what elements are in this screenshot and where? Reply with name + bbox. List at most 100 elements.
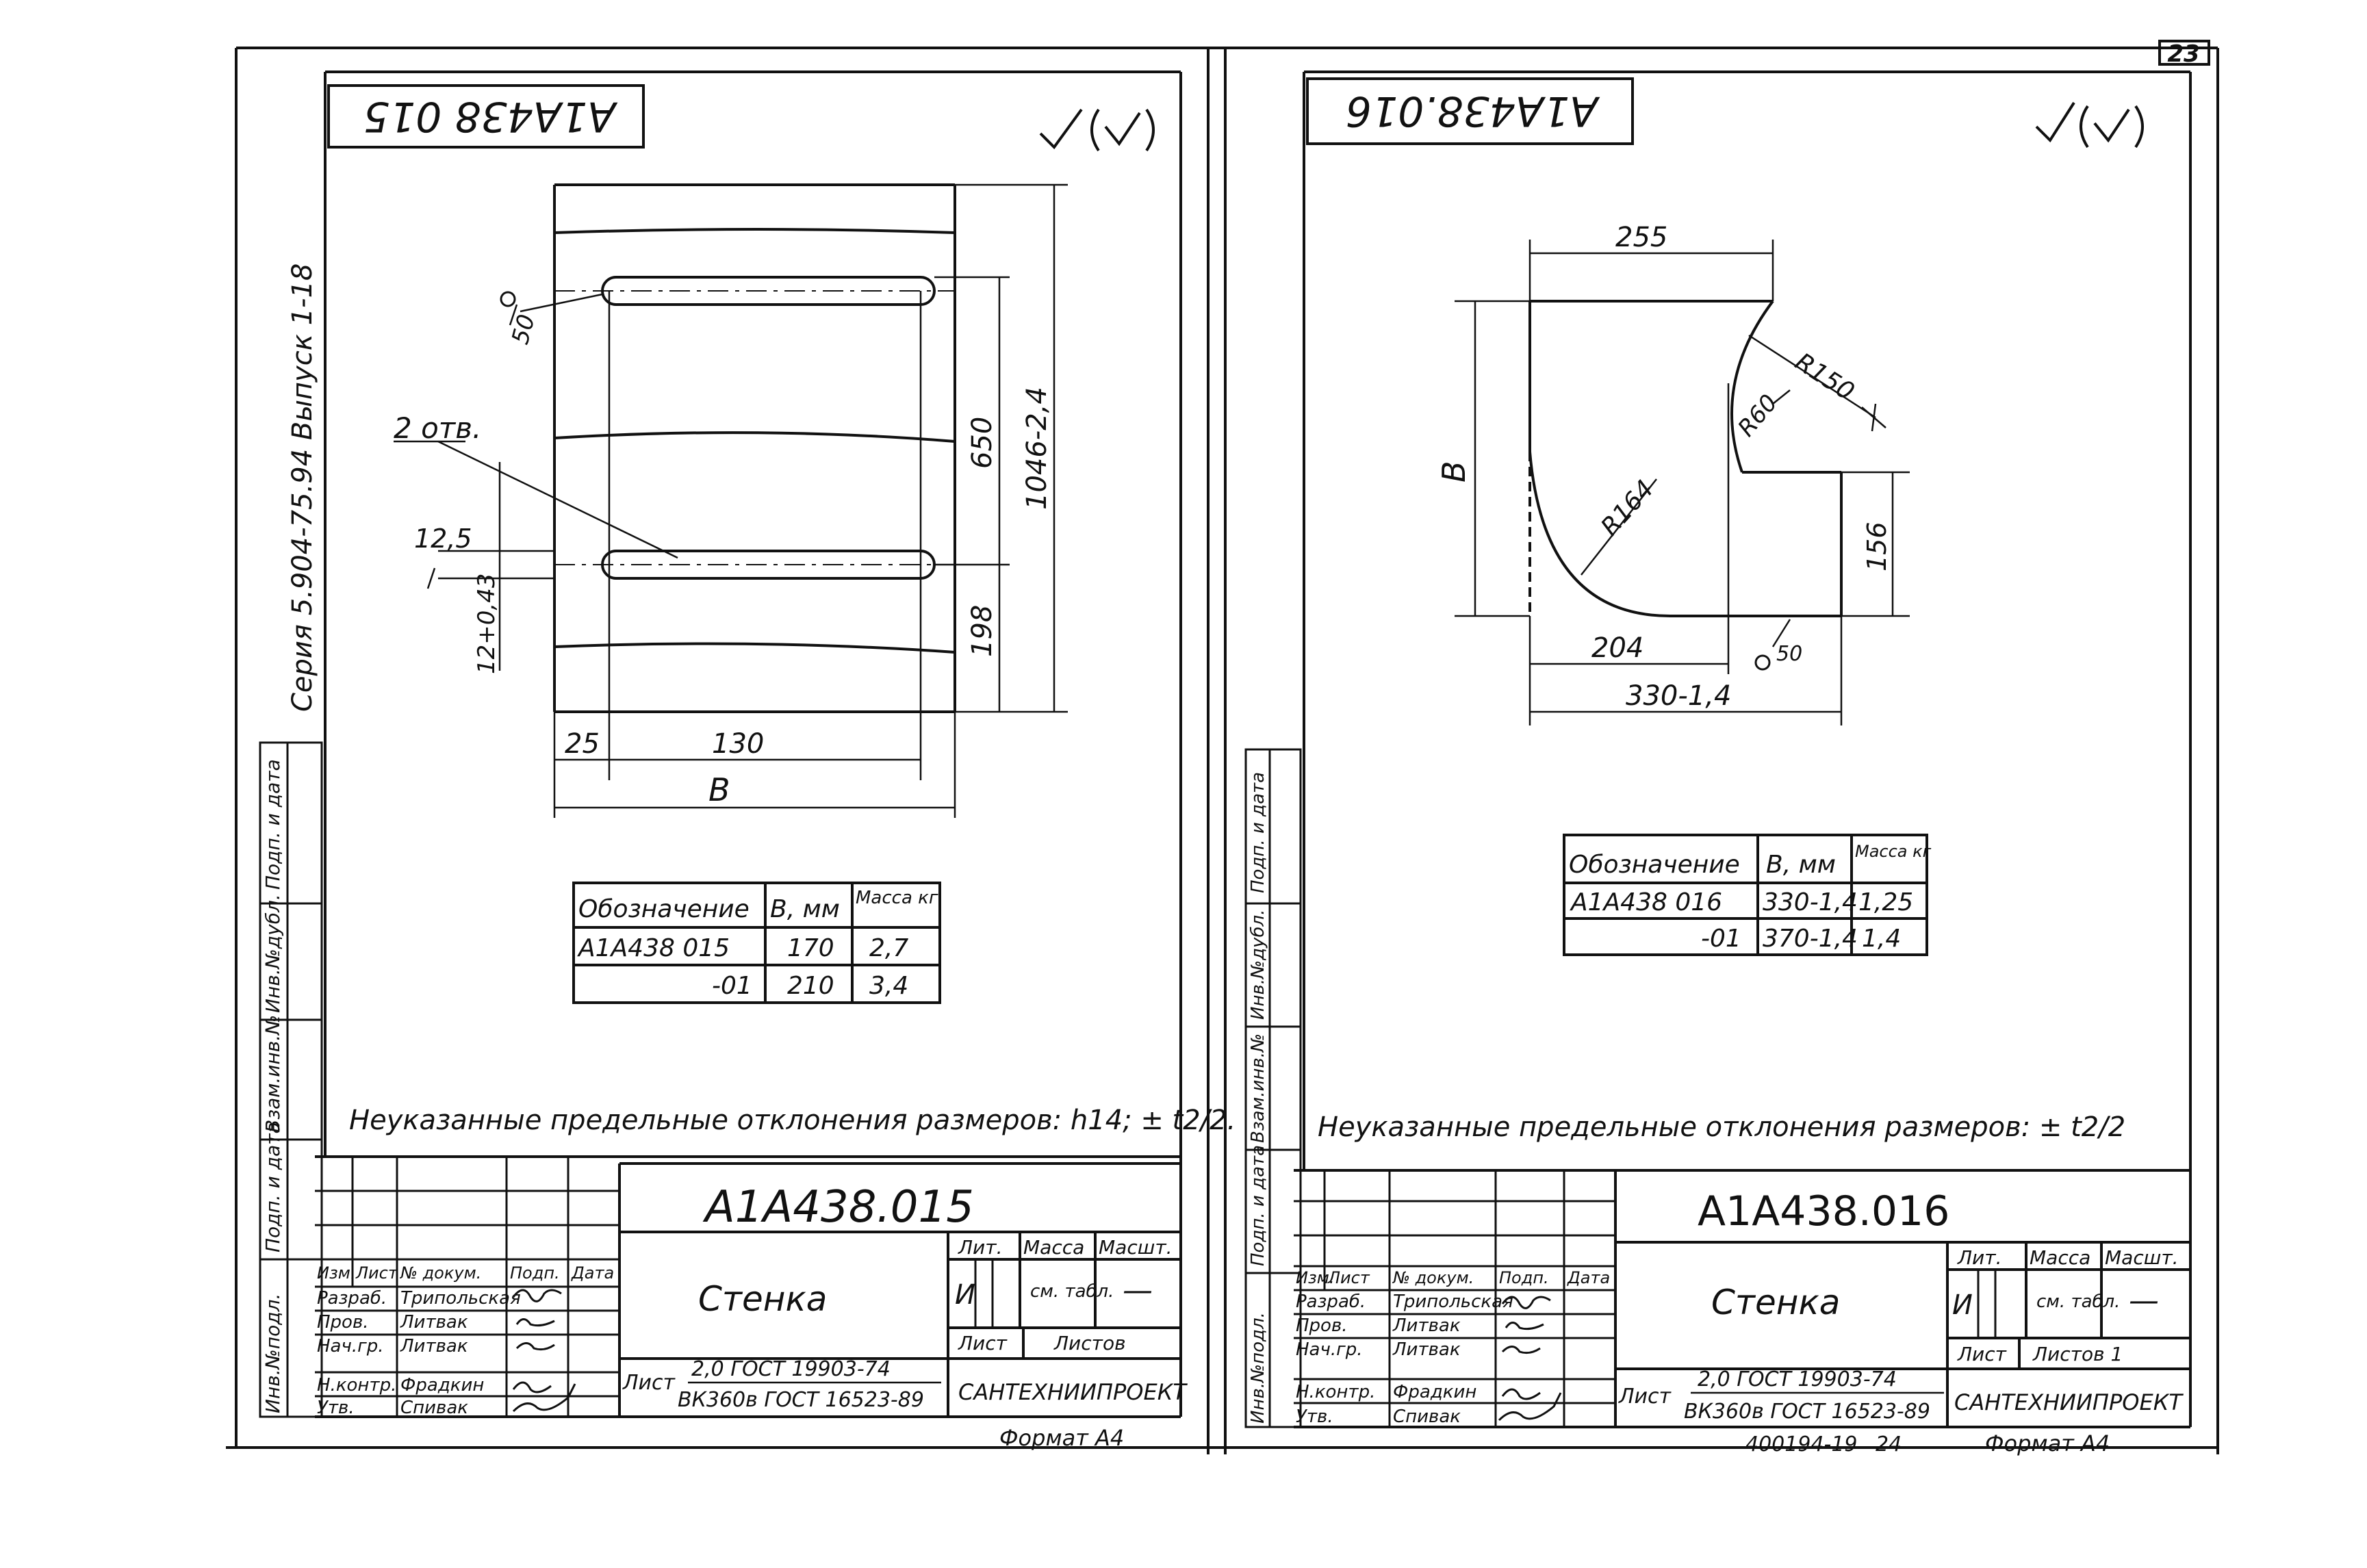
left-table-r2c2: 210 <box>787 972 834 1000</box>
side-stamp-label-5: Инв.№подл. <box>261 1294 284 1413</box>
right-side-stamp-4: Подп. и дата <box>1248 1145 1268 1266</box>
right-table-header-2: B, мм <box>1766 851 1836 879</box>
left-top-stamp: А1А438 015 <box>363 92 618 140</box>
right-dimension-lines <box>1455 240 1910 725</box>
left-role-5: Утв. <box>317 1398 355 1418</box>
right-sheet: Подп. и дата Инв.№дубл. Взам.инв.№ Подп.… <box>1244 70 2192 1456</box>
right-table-r2c3: 1,4 <box>1862 925 1901 953</box>
dim-hole-dia: 50 <box>507 311 541 347</box>
right-role-5: Утв. <box>1296 1406 1333 1427</box>
right-title-block: А1А438.016 Стенка Изм. Лист № докум. Под… <box>1294 1170 2190 1456</box>
dim-slot-pos: 12+0,43 <box>473 574 500 674</box>
left-table-r2c3: 3,4 <box>869 972 908 1000</box>
left-material-line1: 2,0 ГОСТ 19903-74 <box>691 1357 891 1381</box>
left-table-header-2: B, мм <box>770 895 840 923</box>
dim-B: B <box>708 771 730 808</box>
dim-w204: 204 <box>1591 632 1643 664</box>
right-format: Формат А4 <box>1985 1430 2110 1456</box>
left-sheet-label: Лист <box>958 1332 1008 1354</box>
right-person-1: Трипольская <box>1393 1291 1513 1312</box>
dim-R164: R164 <box>1596 475 1659 541</box>
left-tolerance-note: Неуказанные предельные отклонения размер… <box>349 1105 1236 1136</box>
left-person-3: Литвак <box>400 1336 468 1357</box>
right-roughness-circle <box>1754 654 1771 671</box>
right-mass-label: Масса <box>2030 1246 2090 1269</box>
right-person-4: Фрадкин <box>1393 1382 1476 1402</box>
right-hdr-list: Лист <box>1327 1268 1370 1287</box>
left-material-line2: ВК360в ГОСТ 16523-89 <box>678 1388 924 1412</box>
left-dimension-lines <box>394 183 1068 818</box>
dim-B-right: B <box>1435 461 1472 483</box>
right-signatures <box>1498 1296 1562 1422</box>
right-role-4: Н.контр. <box>1296 1382 1375 1402</box>
series-text: Серия 5.904-75.94 Выпуск 1-18 <box>287 264 318 712</box>
left-role-1: Разраб. <box>317 1288 387 1309</box>
left-hdr-docnum: № докум. <box>399 1263 481 1283</box>
right-tolerance-note: Неуказанные предельные отклонения размер… <box>1318 1111 2125 1143</box>
side-stamp-label-4: Подп. и дата <box>261 1122 284 1252</box>
left-top-stamp-box <box>327 84 645 149</box>
dim-130: 130 <box>712 728 764 760</box>
outer-frame <box>226 47 2219 1454</box>
side-stamp-label-2: Инв.№дубл. <box>261 894 284 1013</box>
left-role-3: Нач.гр. <box>317 1336 384 1357</box>
right-material-prefix: Лист <box>1618 1385 1672 1409</box>
left-format: Формат А4 <box>999 1425 1124 1451</box>
left-role-4: Н.контр. <box>317 1375 396 1396</box>
right-role-1: Разраб. <box>1296 1291 1366 1312</box>
right-role-2: Пров. <box>1296 1315 1348 1336</box>
right-hdr-date: Дата <box>1567 1268 1610 1287</box>
right-mass-value: см. табл. <box>2036 1291 2120 1312</box>
right-part-name: Стенка <box>1711 1283 1840 1322</box>
left-hdr-izm: Изм. <box>317 1263 355 1283</box>
left-scale-label: Масшт. <box>1099 1236 1173 1259</box>
left-person-5: Спивак <box>400 1398 468 1418</box>
left-part-outline <box>553 183 956 713</box>
dim-w-total: 330-1,4 <box>1626 680 1731 712</box>
left-role-2: Пров. <box>317 1312 369 1333</box>
right-material-line2: ВК360в ГОСТ 16523-89 <box>1684 1400 1930 1424</box>
left-scale-value: — <box>1123 1273 1153 1308</box>
left-roughness-symbol <box>1039 108 1155 152</box>
right-designation: А1А438.016 <box>1698 1187 1949 1235</box>
right-sheet-label: Лист <box>1957 1343 2007 1365</box>
right-hdr-izm: Изм. <box>1296 1268 1334 1287</box>
left-table-r1c2: 170 <box>787 934 834 962</box>
left-person-1: Трипольская <box>400 1288 521 1309</box>
right-person-2: Литвак <box>1392 1315 1461 1336</box>
right-table-r2c1: -01 <box>1701 925 1741 953</box>
dim-holes-note: 2 отв. <box>394 411 481 445</box>
right-copy-no: 24 <box>1876 1432 1902 1456</box>
left-table-r2c1: -01 <box>712 972 752 1000</box>
right-table-header-1: Обозначение <box>1569 851 1740 879</box>
left-roughness-circle <box>500 291 516 307</box>
dim-R150: R150 <box>1790 348 1859 406</box>
left-lit-label: Лит. <box>958 1236 1002 1259</box>
right-archive-no: 400194-19 <box>1745 1432 1858 1456</box>
right-spec-table: Обозначение B, мм Масса кг А1А438 016 33… <box>1563 834 1932 956</box>
right-table-r1c1: А1А438 016 <box>1570 888 1722 916</box>
left-mass-label: Масса <box>1023 1236 1084 1259</box>
left-person-4: Фрадкин <box>400 1375 484 1396</box>
right-material-line1: 2,0 ГОСТ 19903-74 <box>1698 1367 1897 1391</box>
dim-h156: 156 <box>1862 522 1892 571</box>
right-person-5: Спивак <box>1393 1406 1461 1427</box>
left-hdr-list: Лист <box>355 1263 398 1283</box>
right-part-outline <box>1528 300 1843 617</box>
left-hdr-sign: Подп. <box>510 1263 560 1283</box>
left-table-header-1: Обозначение <box>578 895 750 923</box>
left-person-2: Литвак <box>400 1312 468 1333</box>
right-person-3: Литвак <box>1392 1339 1461 1360</box>
right-side-stamp-1: Подп. и дата <box>1248 772 1268 893</box>
left-organization: САНТЕХНИИПРОЕКТ <box>958 1379 1188 1405</box>
dim-R60: R60 <box>1732 389 1783 442</box>
dim-rough50: 50 <box>1776 642 1802 666</box>
right-table-r2c2: 370-1,4 <box>1763 925 1858 953</box>
page-number: 23 <box>2167 40 2199 68</box>
left-sheet: Подп. и дата Инв.№дубл. Взам.инв.№ Подп.… <box>259 70 1236 1451</box>
dim-height-650: 650 <box>967 417 998 469</box>
left-spec-table: Обозначение B, мм Масса кг А1А438 015 17… <box>572 882 941 1004</box>
right-table-header-3: Масса кг <box>1855 842 1932 861</box>
dim-25: 25 <box>565 728 600 760</box>
